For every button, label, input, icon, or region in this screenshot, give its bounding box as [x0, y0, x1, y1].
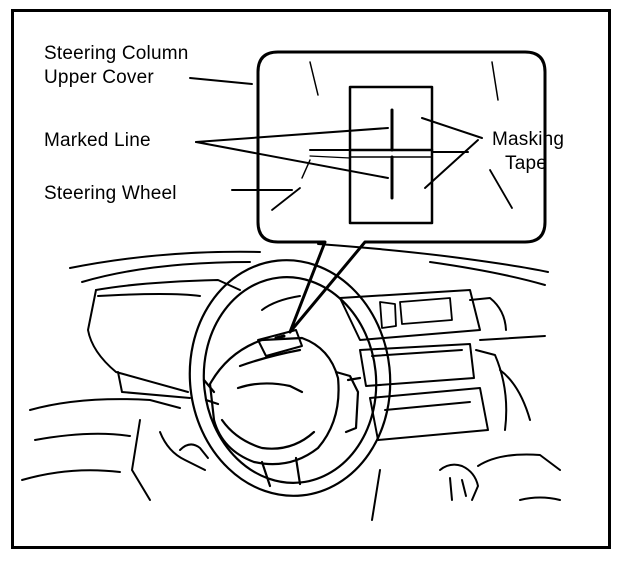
label-steering-column: Steering Column: [44, 43, 189, 64]
label-upper-cover: Upper Cover: [44, 67, 154, 88]
label-tape: Tape: [505, 153, 548, 174]
label-steering-wheel: Steering Wheel: [44, 183, 177, 204]
callout-box: [256, 50, 547, 334]
diagram-frame: [11, 9, 611, 549]
label-masking: Masking: [492, 129, 565, 150]
dashboard-drawing: [21, 243, 561, 521]
leader-lines: [189, 77, 483, 191]
masking-tape-shape: [348, 85, 434, 225]
label-marked-line: Marked Line: [44, 130, 151, 151]
steering-wheel-drawing: [188, 259, 392, 497]
